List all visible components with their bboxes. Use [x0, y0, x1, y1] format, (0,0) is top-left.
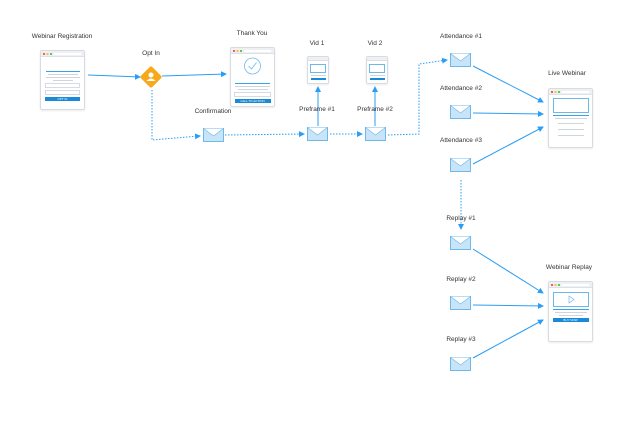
arrow-replay2-webinar-replay: [472, 302, 544, 309]
email-replay-3-icon[interactable]: [450, 357, 471, 371]
page-vid-2[interactable]: [366, 56, 388, 84]
email-replay-2-icon[interactable]: [450, 296, 471, 310]
label-preframe-1: Preframe #1: [299, 106, 335, 113]
page-webinar-replay[interactable]: BUY NOW: [548, 281, 593, 342]
arrow-registration-optin: [87, 73, 141, 80]
arrow-attendance2-live: [472, 110, 544, 117]
label-replay-1: Replay #1: [446, 215, 476, 222]
label-attendance-1: Attendance #1: [440, 33, 482, 40]
label-attendance-2: Attendance #2: [440, 85, 482, 92]
arrow-attendance3-live: [472, 126, 544, 165]
call-to-action-button: CALL TO ACTION: [234, 99, 271, 103]
email-attendance-3-icon[interactable]: [450, 158, 471, 172]
webinar-video-icon: [552, 98, 589, 113]
buy-now-button: BUY NOW: [552, 318, 589, 322]
label-vid-2: Vid 2: [367, 40, 383, 47]
arrow-preframe2-attendance1: [387, 57, 448, 136]
arrow-replay1-webinar-replay: [472, 248, 544, 294]
label-vid-1: Vid 1: [309, 40, 325, 47]
email-attendance-2-icon[interactable]: [450, 105, 471, 119]
video-icon: [310, 64, 326, 73]
page-webinar-registration[interactable]: OPT IN: [40, 50, 85, 110]
arrow-attendance1-live: [472, 65, 544, 103]
checkmark-icon: [244, 57, 261, 75]
arrow-optin-confirmation: [151, 90, 201, 141]
opt-in-user-icon[interactable]: [139, 65, 163, 89]
email-preframe-2-icon[interactable]: [365, 127, 386, 141]
label-thank-you: Thank You: [236, 30, 268, 37]
email-attendance-1-icon[interactable]: [450, 53, 471, 67]
label-attendance-3: Attendance #3: [440, 137, 482, 144]
label-replay-3: Replay #3: [446, 336, 476, 343]
email-confirmation-icon[interactable]: [203, 128, 224, 142]
play-video-icon: [552, 292, 589, 307]
opt-in-button: OPT IN: [45, 97, 80, 101]
label-webinar-replay: Webinar Replay: [545, 264, 593, 271]
page-live-webinar[interactable]: [548, 88, 593, 148]
page-vid-1[interactable]: [307, 56, 329, 84]
video-icon: [369, 64, 385, 73]
label-opt-in: Opt In: [142, 50, 160, 57]
email-preframe-1-icon[interactable]: [307, 127, 328, 141]
label-confirmation: Confirmation: [194, 108, 232, 115]
arrow-confirmation-preframe1: [224, 131, 305, 138]
label-live-webinar: Live Webinar: [548, 70, 586, 77]
page-thank-you[interactable]: CALL TO ACTION: [230, 47, 275, 107]
email-replay-1-icon[interactable]: [450, 236, 471, 250]
arrow-replay3-webinar-replay: [472, 319, 544, 359]
label-webinar-registration: Webinar Registration: [31, 33, 93, 40]
arrow-optin-thankyou: [161, 71, 227, 78]
label-replay-2: Replay #2: [446, 276, 476, 283]
label-preframe-2: Preframe #2: [357, 106, 393, 113]
